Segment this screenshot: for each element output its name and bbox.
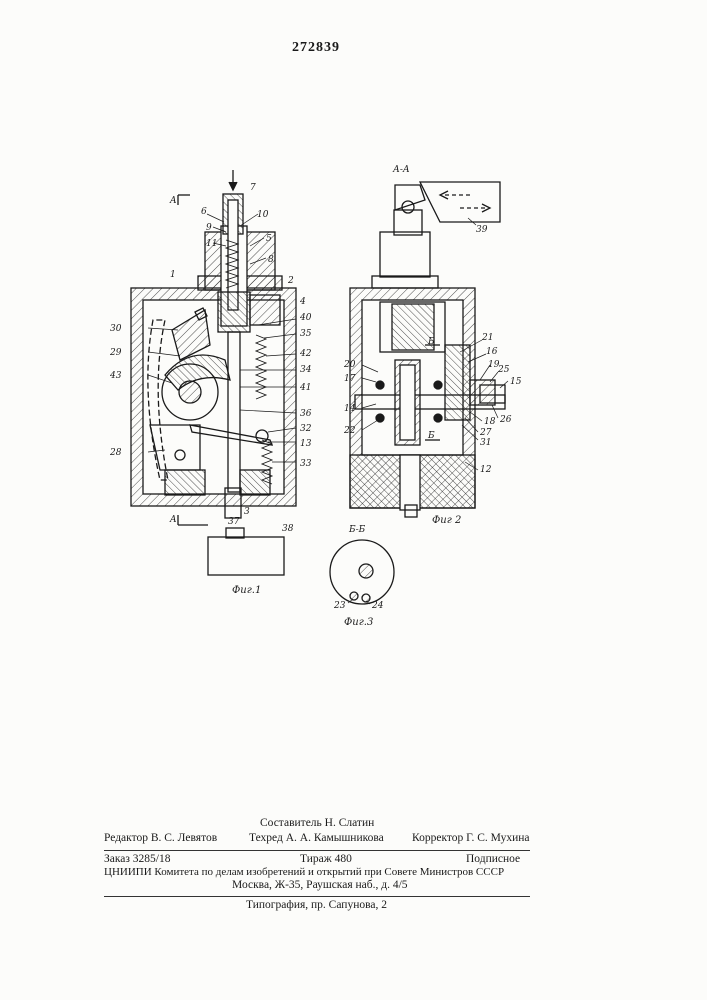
fig2-section-marker: Б bbox=[427, 337, 435, 347]
fig2-label: 18 bbox=[484, 417, 496, 427]
fig1-label: 33 bbox=[300, 459, 312, 469]
fig1-section-marker: A bbox=[169, 196, 177, 206]
circulation-line: Тираж 480 bbox=[300, 853, 352, 866]
fig1-label: 11 bbox=[206, 239, 217, 249]
fig2-label: 15 bbox=[510, 377, 522, 387]
fig3-section-title: Б-Б bbox=[348, 525, 366, 535]
fig1-label: 28 bbox=[109, 448, 122, 458]
fig2-caption: Фиг 2 bbox=[432, 515, 461, 526]
compiler-line: Составитель Н. Слатин bbox=[260, 817, 374, 830]
fig2-label: 39 bbox=[476, 225, 488, 235]
fig2-label: 19 bbox=[488, 360, 500, 370]
fig2-label: 31 bbox=[480, 438, 491, 448]
fig2-label: 17 bbox=[344, 374, 356, 384]
fig1-label: 4 bbox=[299, 297, 306, 307]
fig1-label: 41 bbox=[299, 383, 311, 393]
printing-house-line: Типография, пр. Сапунова, 2 bbox=[246, 899, 387, 912]
fig1-label: 7 bbox=[250, 183, 256, 193]
tech-editor-line: Техред А. А. Камышникова bbox=[249, 832, 384, 845]
fig1-label: 38 bbox=[282, 524, 294, 534]
editor-line: Редактор В. С. Левятов bbox=[104, 832, 217, 845]
fig2-label: 26 bbox=[499, 415, 512, 425]
fig1-label: 3 bbox=[244, 507, 250, 517]
fig1-label: 35 bbox=[300, 329, 312, 339]
proofreader-line: Корректор Г. С. Мухина bbox=[412, 832, 530, 845]
colophon-rule bbox=[104, 850, 530, 851]
fig1-label: 5 bbox=[266, 234, 272, 244]
fig2-label: 16 bbox=[486, 347, 498, 357]
subscription-line: Подписное bbox=[466, 853, 520, 866]
fig1-label: 34 bbox=[300, 365, 312, 375]
fig2-section-marker-bottom: Б bbox=[427, 431, 435, 441]
figure-1-drawing bbox=[131, 170, 296, 575]
order-line: Заказ 3285/18 bbox=[104, 853, 171, 866]
fig1-label: 9 bbox=[206, 223, 212, 233]
fig1-label: 36 bbox=[300, 409, 312, 419]
org-line: ЦНИИПИ Комитета по делам изобретений и о… bbox=[104, 866, 504, 879]
fig1-label: 13 bbox=[300, 439, 312, 449]
fig1-label: 40 bbox=[299, 313, 312, 323]
fig1-label: 29 bbox=[109, 348, 122, 358]
fig2-label: 20 bbox=[343, 360, 356, 370]
fig1-caption: Фиг.1 bbox=[232, 585, 261, 596]
fig2-label: 21 bbox=[481, 333, 493, 343]
colophon-rule-bottom bbox=[104, 896, 530, 897]
fig2-label: 22 bbox=[343, 426, 356, 436]
fig1-label: 1 bbox=[170, 270, 176, 280]
fig3-caption: Фиг.3 bbox=[344, 617, 373, 628]
fig2-label: 27 bbox=[479, 428, 492, 438]
fig1-label: 10 bbox=[257, 210, 269, 220]
address-line: Москва, Ж-35, Раушская наб., д. 4/5 bbox=[232, 879, 408, 892]
fig1-label: 42 bbox=[299, 349, 312, 359]
fig2-label: 12 bbox=[480, 465, 492, 475]
fig1-section-marker-bottom: A bbox=[169, 515, 177, 525]
fig2-section-title: А-А bbox=[392, 165, 410, 175]
fig3-label: 23 bbox=[333, 601, 346, 611]
fig3-label: 24 bbox=[371, 601, 384, 611]
fig1-label: 8 bbox=[268, 255, 274, 265]
fig1-label: 30 bbox=[110, 324, 122, 334]
fig2-label: 14 bbox=[344, 404, 356, 414]
fig1-label: 32 bbox=[300, 424, 312, 434]
fig1-label: 2 bbox=[287, 276, 294, 286]
fig1-label: 43 bbox=[109, 371, 122, 381]
fig1-label: 6 bbox=[201, 207, 207, 217]
fig1-label: 37 bbox=[228, 517, 240, 527]
figure-3-drawing bbox=[330, 540, 394, 604]
